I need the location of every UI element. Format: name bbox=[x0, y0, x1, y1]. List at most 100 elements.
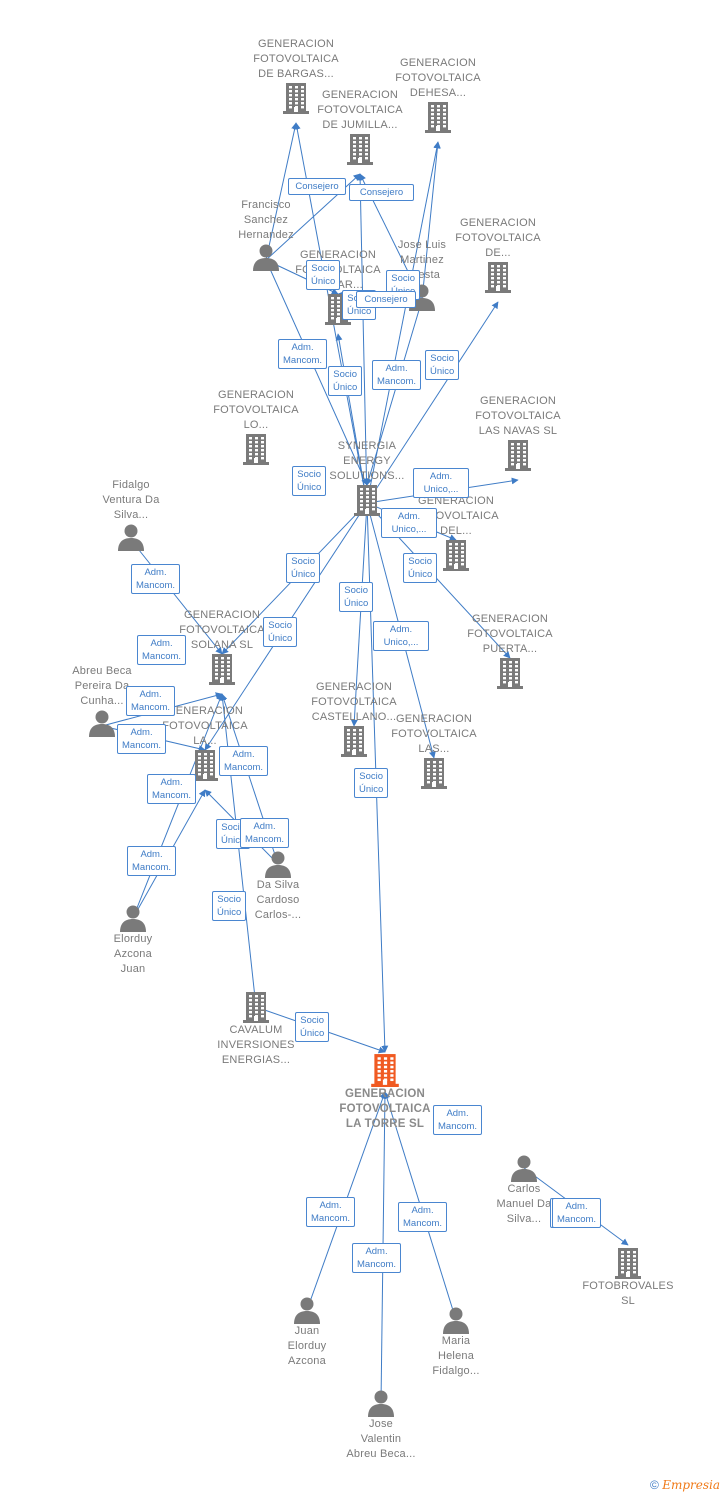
node-synergia[interactable]: SYNERGIA ENERGY SOLUTIONS... bbox=[302, 439, 432, 516]
node-bargas[interactable]: GENERACION FOTOVOLTAICA DE BARGAS... bbox=[231, 37, 361, 114]
node-label: Jose Valentin Abreu Beca... bbox=[346, 1418, 416, 1460]
relation-badge[interactable]: Socio Único bbox=[286, 553, 321, 583]
node-dasilva[interactable]: Da Silva Cardoso Carlos-... bbox=[213, 850, 343, 923]
node-label: GENERACION FOTOVOLTAICA LAS... bbox=[391, 713, 477, 755]
edge-synergia-de_top bbox=[366, 301, 499, 504]
edge-joseluis-dehesa bbox=[421, 141, 441, 301]
relation-badge[interactable]: Socio Único bbox=[306, 260, 341, 290]
node-label: Da Silva Cardoso Carlos-... bbox=[254, 879, 302, 921]
relation-badge[interactable]: Socio Único bbox=[292, 466, 327, 496]
edge-synergia-dehesa bbox=[366, 141, 441, 504]
building-icon bbox=[497, 658, 523, 689]
building-icon bbox=[243, 992, 269, 1023]
person-icon bbox=[120, 905, 146, 932]
relation-badge[interactable]: Adm. Mancom. bbox=[240, 818, 290, 848]
node-label: Juan Elorduy Azcona bbox=[287, 1325, 327, 1367]
building-icon bbox=[421, 758, 447, 789]
relation-badge[interactable]: Socio Único bbox=[425, 350, 460, 380]
edge-elorduy1-solana bbox=[132, 693, 223, 919]
node-lasnavas[interactable]: GENERACION FOTOVOLTAICA LAS NAVAS SL bbox=[453, 394, 583, 471]
relation-badge[interactable]: Consejero bbox=[349, 184, 414, 201]
relation-badge[interactable]: Adm. Mancom. bbox=[219, 746, 269, 776]
node-dehesa[interactable]: GENERACION FOTOVOLTAICA DEHESA... bbox=[373, 56, 503, 133]
node-label: GENERACION FOTOVOLTAICA PUERTA... bbox=[467, 613, 553, 655]
node-label: GENERACION FOTOVOLTAICA DE BARGAS... bbox=[253, 38, 339, 80]
edge-francisco-bargas bbox=[265, 122, 299, 261]
relation-badge[interactable]: Socio Único bbox=[295, 1012, 330, 1042]
building-icon bbox=[371, 1054, 399, 1087]
edge-francisco-synergia bbox=[265, 259, 368, 486]
node-fidalgo[interactable]: Fidalgo Ventura Da Silva... bbox=[66, 478, 196, 551]
relation-badge[interactable]: Adm. Unico,... bbox=[413, 468, 469, 498]
relation-badge[interactable]: Adm. Mancom. bbox=[137, 635, 187, 665]
relation-badge[interactable]: Adm. Mancom. bbox=[352, 1243, 402, 1273]
relation-badge[interactable]: Adm. Mancom. bbox=[306, 1197, 356, 1227]
node-label: SYNERGIA ENERGY SOLUTIONS... bbox=[329, 440, 405, 482]
node-label: Maria Helena Fidalgo... bbox=[432, 1335, 480, 1377]
node-castellano[interactable]: GENERACION FOTOVOLTAICA CASTELLANO... bbox=[289, 680, 419, 757]
relation-badge[interactable]: Adm. Mancom. bbox=[398, 1202, 448, 1232]
building-icon bbox=[243, 434, 269, 465]
node-juan[interactable]: Juan Elorduy Azcona bbox=[242, 1296, 372, 1369]
relation-badge[interactable]: Adm. Mancom. bbox=[278, 339, 328, 369]
node-label: GENERACION FOTOVOLTAICA CASTELLANO... bbox=[311, 681, 397, 723]
brand-logo[interactable]: Empresia bbox=[662, 1478, 720, 1492]
node-label: GENERACION FOTOVOLTAICA SOLANA SL bbox=[179, 609, 265, 651]
relation-badge[interactable]: Adm. Unico,... bbox=[381, 508, 437, 538]
node-label: CAVALUM INVERSIONES ENERGIAS... bbox=[217, 1024, 295, 1066]
building-icon bbox=[347, 134, 373, 165]
building-icon bbox=[425, 102, 451, 133]
node-las[interactable]: GENERACION FOTOVOLTAICA LAS... bbox=[369, 712, 499, 789]
node-de_top[interactable]: GENERACION FOTOVOLTAICA DE... bbox=[433, 216, 563, 293]
node-carlos[interactable]: Carlos Manuel Da Silva... bbox=[459, 1154, 589, 1227]
relation-badge[interactable]: Adm. Mancom. bbox=[372, 360, 422, 390]
relation-badge[interactable]: Adm. Unico,... bbox=[373, 621, 429, 651]
node-label: Abreu Beca Pereira Da Cunha... bbox=[72, 665, 132, 707]
node-jumilla[interactable]: GENERACION FOTOVOLTAICA DE JUMILLA... bbox=[295, 88, 425, 165]
edge-synergia-castellano bbox=[350, 502, 368, 727]
node-label: FOTOBROVALES SL bbox=[582, 1280, 674, 1307]
building-icon bbox=[443, 540, 469, 571]
building-icon bbox=[341, 726, 367, 757]
person-icon bbox=[265, 851, 291, 878]
node-cavalum[interactable]: CAVALUM INVERSIONES ENERGIAS... bbox=[191, 991, 321, 1068]
person-icon bbox=[118, 524, 144, 551]
relation-badge[interactable]: Adm. Mancom. bbox=[126, 686, 176, 716]
node-label: GENERACION FOTOVOLTAICA DEHESA... bbox=[395, 57, 481, 99]
node-fotobrovales[interactable]: FOTOBROVALES SL bbox=[563, 1247, 693, 1309]
relation-badge[interactable]: Adm. Mancom. bbox=[117, 724, 167, 754]
building-icon bbox=[505, 440, 531, 471]
node-maria[interactable]: Maria Helena Fidalgo... bbox=[391, 1306, 521, 1379]
node-solana[interactable]: GENERACION FOTOVOLTAICA SOLANA SL bbox=[157, 608, 287, 685]
node-label: GENERACION FOTOVOLTAICA DE JUMILLA... bbox=[317, 89, 403, 131]
relation-badge[interactable]: Adm. Mancom. bbox=[127, 846, 177, 876]
node-abreu[interactable]: Abreu Beca Pereira Da Cunha... bbox=[37, 664, 167, 737]
relation-badge[interactable]: Socio Único bbox=[339, 582, 374, 612]
building-icon bbox=[485, 262, 511, 293]
relation-badge[interactable]: Socio Único bbox=[354, 768, 389, 798]
node-label: Carlos Manuel Da Silva... bbox=[496, 1183, 552, 1225]
person-icon bbox=[443, 1307, 469, 1334]
relation-badge[interactable]: Consejero bbox=[288, 178, 346, 195]
edge-joseluis-synergia bbox=[365, 299, 423, 486]
node-josevalentin[interactable]: Jose Valentin Abreu Beca... bbox=[316, 1389, 446, 1462]
relation-badge[interactable]: Socio Único bbox=[263, 617, 298, 647]
node-torre[interactable]: GENERACION FOTOVOLTAICA LA TORRE SL bbox=[320, 1053, 450, 1132]
relation-badge[interactable]: Adm. Mancom. bbox=[147, 774, 197, 804]
relation-badge[interactable]: Adm. Mancom. bbox=[552, 1198, 602, 1228]
relation-badge[interactable]: Adm. Mancom. bbox=[131, 564, 181, 594]
relation-badge[interactable]: Socio Único bbox=[212, 891, 247, 921]
node-la[interactable]: GENERACION FOTOVOLTAICA LA... bbox=[140, 704, 270, 781]
node-francisco[interactable]: Francisco Sanchez Hernandez bbox=[201, 198, 331, 271]
relation-badge[interactable]: Consejero bbox=[356, 291, 416, 308]
node-elorduy1[interactable]: Elorduy Azcona Juan bbox=[68, 904, 198, 977]
person-icon bbox=[294, 1297, 320, 1324]
building-icon bbox=[192, 750, 218, 781]
relation-badge[interactable]: Socio Único bbox=[328, 366, 363, 396]
node-lo[interactable]: GENERACION FOTOVOLTAICA LO... bbox=[191, 388, 321, 465]
node-puerta[interactable]: GENERACION FOTOVOLTAICA PUERTA... bbox=[445, 612, 575, 689]
relation-badge[interactable]: Adm. Mancom. bbox=[433, 1105, 483, 1135]
relation-badge[interactable]: Socio Único bbox=[403, 553, 438, 583]
copyright-symbol: © bbox=[650, 1478, 659, 1492]
